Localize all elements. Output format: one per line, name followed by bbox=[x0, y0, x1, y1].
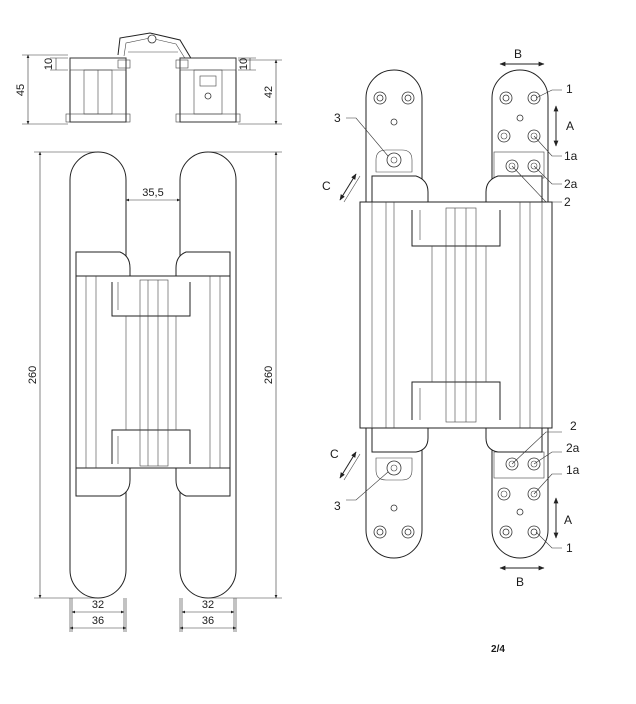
label-top-B: B bbox=[514, 47, 522, 61]
top-view: 45 10 10 42 bbox=[15, 32, 282, 125]
label-top-1a: 1a bbox=[564, 149, 578, 163]
dim-gap: 35,5 bbox=[142, 187, 163, 199]
label-bot-2a: 2a bbox=[566, 441, 580, 455]
label-top-2a: 2a bbox=[564, 177, 578, 191]
front-view: 35,5 260 260 32 36 32 36 bbox=[27, 151, 282, 632]
label-bot-1: 1 bbox=[566, 541, 573, 555]
dim-width-outer-left: 36 bbox=[92, 615, 104, 627]
dim-width-inner-left: 32 bbox=[92, 599, 104, 611]
label-top-2: 2 bbox=[564, 195, 571, 209]
label-bot-A: A bbox=[564, 513, 572, 527]
dim-length-right: 260 bbox=[263, 366, 275, 384]
page-number: 2/4 bbox=[491, 644, 505, 655]
dim-plate-top-right: 10 bbox=[238, 58, 250, 70]
label-bot-1a: 1a bbox=[566, 463, 580, 477]
dim-height-top: 45 bbox=[15, 84, 27, 96]
label-top-1: 1 bbox=[566, 82, 573, 96]
label-bot-B: B bbox=[516, 575, 524, 589]
dim-width-outer-right: 36 bbox=[202, 615, 214, 627]
label-bot-3: 3 bbox=[334, 499, 341, 513]
label-top-3: 3 bbox=[334, 111, 341, 125]
detail-view: B A 1 1a 2a 2 3 C C 3 2 2a 1a 1 bbox=[322, 47, 580, 589]
dim-length-left: 260 bbox=[27, 366, 39, 384]
label-bot-2: 2 bbox=[570, 419, 577, 433]
label-bot-C: C bbox=[330, 447, 339, 461]
dim-plate-top-left: 10 bbox=[43, 58, 55, 70]
dim-height-top-right: 42 bbox=[263, 86, 275, 98]
label-top-A: A bbox=[566, 119, 574, 133]
dim-width-inner-right: 32 bbox=[202, 599, 214, 611]
label-top-C: C bbox=[322, 179, 331, 193]
